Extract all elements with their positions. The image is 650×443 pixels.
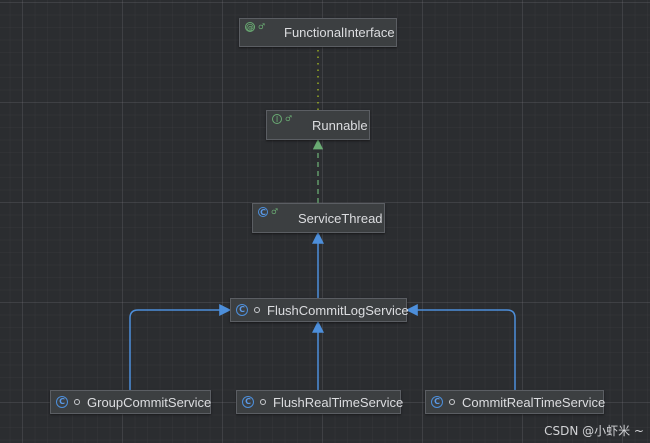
node-flush-real-time-service[interactable]: C FlushRealTimeService [236,390,404,414]
node-commit-real-time-service[interactable]: C CommitRealTimeService [425,390,606,414]
access-modifier-icon: ♂ [285,114,293,123]
class-icon: C [236,304,248,316]
node-label: FunctionalInterface [284,25,395,40]
node-label: GroupCommitService [87,394,212,410]
node-runnable[interactable]: I ♂ Runnable [266,110,370,140]
watermark: CSDN @小虾米 ~ [544,424,644,438]
node-flush-commit-log-service[interactable]: C FlushCommitLogService [230,298,409,322]
node-functional-interface[interactable]: @ ♂ FunctionalInterface [239,18,397,47]
visibility-icon [254,307,260,313]
access-modifier-icon: ♂ [271,207,279,216]
access-modifier-icon: ♂ [258,22,266,31]
node-label: ServiceThread [298,210,383,226]
class-icon: C [431,396,443,408]
abstract-class-icon: C [258,207,268,217]
visibility-icon [449,399,455,405]
interface-icon: I [272,114,282,124]
node-label: FlushCommitLogService [267,302,409,318]
node-label: Runnable [312,117,368,133]
visibility-icon [260,399,266,405]
class-icon: C [242,396,254,408]
node-service-thread[interactable]: C ♂ ServiceThread [252,203,385,233]
visibility-icon [74,399,80,405]
node-group-commit-service[interactable]: C GroupCommitService [50,390,211,414]
edge-group-commit-extends-flush-commit-log [129,304,232,390]
node-label: CommitRealTimeService [462,394,606,410]
edge-commit-real-time-extends-flush-commit-log [405,304,516,390]
annotation-icon: @ [245,22,255,32]
node-label: FlushRealTimeService [273,394,404,410]
class-icon: C [56,396,68,408]
